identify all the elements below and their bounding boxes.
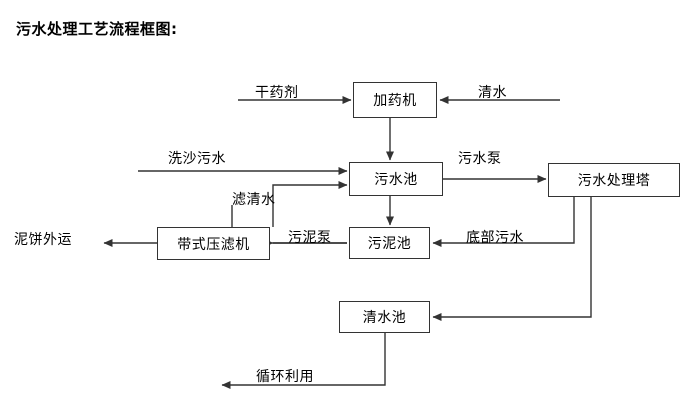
terminal-label-dry-chemical: 干药剂: [255, 85, 299, 101]
edge-tower-to-sludge-pool: [432, 197, 575, 247]
terminal-label-sand-wash-sewage: 洗沙污水: [168, 151, 226, 167]
node-clean-water-pool[interactable]: 清水池: [339, 301, 430, 333]
edge-clean-water-pool-to-recycle: [221, 333, 386, 389]
node-treatment-tower[interactable]: 污水处理塔: [548, 163, 680, 197]
node-label: 带式压滤机: [177, 236, 250, 253]
page-title: 污水处理工艺流程框图:: [16, 20, 178, 38]
node-label: 污水处理塔: [577, 173, 651, 189]
node-label: 污泥池: [367, 236, 412, 252]
node-belt-filter-press[interactable]: 带式压滤机: [157, 227, 270, 260]
node-dosing-machine[interactable]: 加药机: [353, 82, 437, 118]
edge-label-bottom-sewage: 底部污水: [466, 230, 524, 246]
node-sludge-pool[interactable]: 污泥池: [349, 227, 430, 259]
edge-label-filtered-water: 滤清水: [232, 192, 276, 208]
edge-tower-to-clean-water-pool: [432, 197, 592, 321]
node-label: 污水池: [374, 172, 418, 188]
node-label: 清水池: [362, 310, 407, 326]
node-label: 加药机: [373, 93, 417, 109]
terminal-label-clean-water-in: 清水: [478, 85, 507, 101]
terminal-label-mud-cake-out: 泥饼外运: [14, 232, 72, 248]
node-sewage-pool[interactable]: 污水池: [349, 162, 443, 196]
edge-label-recycle-use: 循环利用: [256, 369, 314, 385]
edge-filtered-water-to-sewage-pool: [272, 181, 348, 227]
edge-label-sludge-pump: 污泥泵: [288, 230, 332, 246]
edge-label-sewage-pump: 污水泵: [458, 151, 502, 167]
